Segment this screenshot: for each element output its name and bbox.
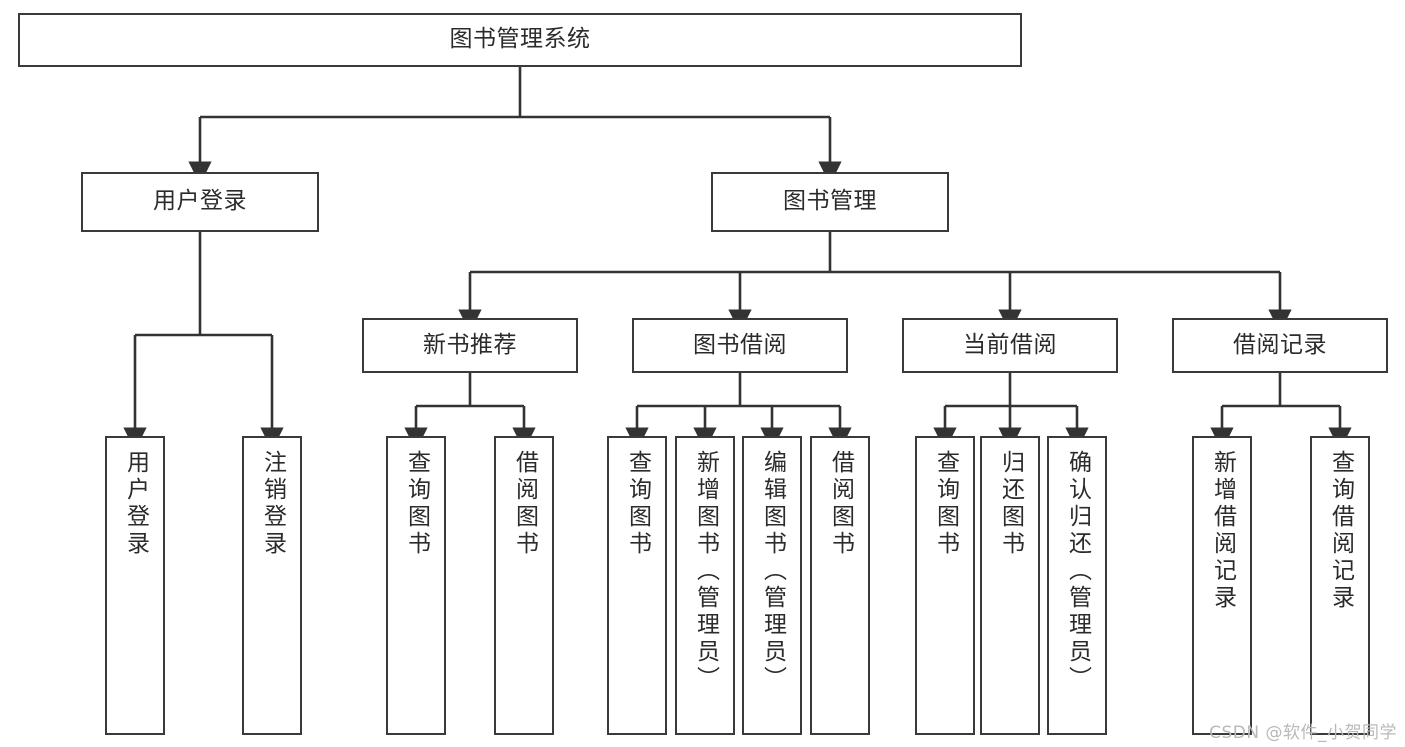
node-user-login[interactable]: 用户登录 [81,172,319,232]
node-label: 注销登录 [259,450,286,558]
node-label: 归还图书 [997,450,1024,558]
node-label: 新增图书（管理员） [692,450,719,693]
node-label: 借阅图书 [827,450,854,558]
leaf-borrow-edit-book-admin[interactable]: 编辑图书（管理员） [742,436,802,735]
leaf-borrow-add-book-admin[interactable]: 新增图书（管理员） [675,436,735,735]
leaf-logout[interactable]: 注销登录 [242,436,302,735]
node-label: 图书管理 [783,188,877,215]
node-current-borrow[interactable]: 当前借阅 [902,318,1118,373]
node-label: 用户登录 [122,450,149,558]
leaf-record-add-borrow-record[interactable]: 新增借阅记录 [1192,436,1252,735]
node-label: 用户登录 [153,188,247,215]
leaf-borrow-borrow-book[interactable]: 借阅图书 [810,436,870,735]
node-label: 借阅记录 [1233,331,1327,358]
node-new-book-recommend[interactable]: 新书推荐 [362,318,578,373]
leaf-user-login[interactable]: 用户登录 [105,436,165,735]
leaf-current-query-book[interactable]: 查询图书 [915,436,975,735]
node-label: 当前借阅 [963,331,1057,358]
node-label: 新书推荐 [423,331,517,358]
leaf-current-confirm-return-admin[interactable]: 确认归还（管理员） [1047,436,1107,735]
node-label: 编辑图书（管理员） [759,450,786,693]
node-label: 查询图书 [403,450,430,558]
node-root-book-management-system[interactable]: 图书管理系统 [18,13,1022,67]
leaf-new-book-query-book[interactable]: 查询图书 [386,436,446,735]
node-borrow-record[interactable]: 借阅记录 [1172,318,1388,373]
node-label: 借阅图书 [511,450,538,558]
node-label: 查询图书 [624,450,651,558]
leaf-borrow-query-book[interactable]: 查询图书 [607,436,667,735]
leaf-new-book-borrow-book[interactable]: 借阅图书 [494,436,554,735]
leaf-record-query-borrow-record[interactable]: 查询借阅记录 [1310,436,1370,735]
node-book-management[interactable]: 图书管理 [711,172,949,232]
node-label: 确认归还（管理员） [1064,450,1091,693]
node-label: 图书借阅 [693,331,787,358]
node-label: 图书管理系统 [449,26,591,53]
node-label: 查询图书 [932,450,959,558]
leaf-current-return-book[interactable]: 归还图书 [980,436,1040,735]
node-label: 新增借阅记录 [1209,450,1236,612]
node-label: 查询借阅记录 [1327,450,1354,612]
node-book-borrow[interactable]: 图书借阅 [632,318,848,373]
